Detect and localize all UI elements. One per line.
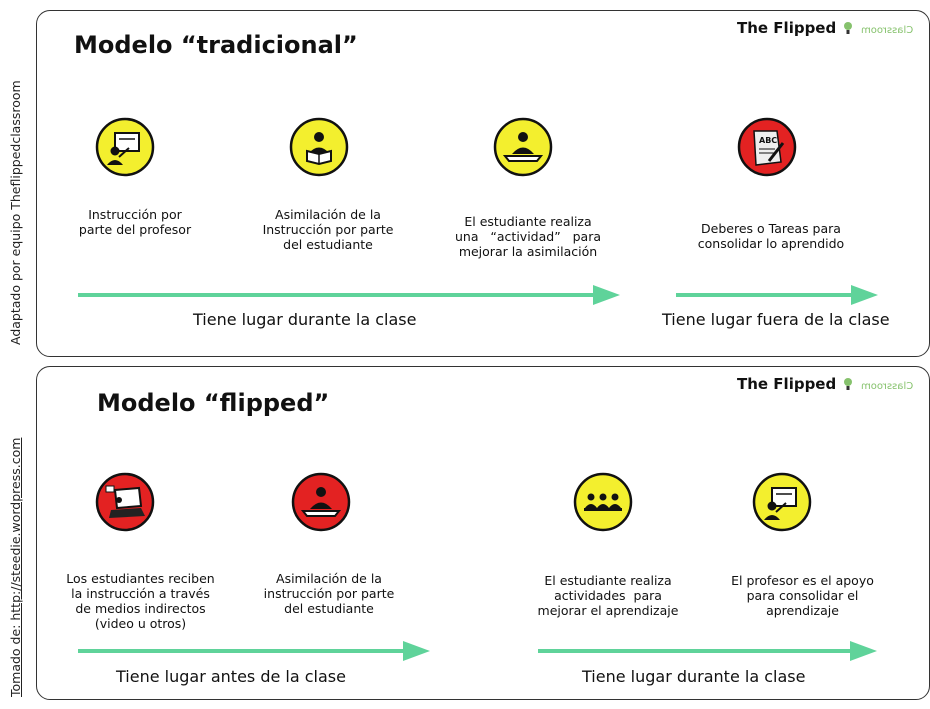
bulb-icon bbox=[844, 22, 853, 34]
step-icon bbox=[289, 117, 349, 177]
caption-line: una “actividad” para bbox=[455, 229, 601, 244]
phase-label: Tiene lugar antes de la clase bbox=[116, 667, 346, 686]
caption-line: la instrucción a través bbox=[71, 586, 210, 601]
laptop-video-icon bbox=[95, 472, 155, 532]
phase-label: Tiene lugar durante la clase bbox=[193, 310, 417, 329]
caption-line: aprendizaje bbox=[766, 603, 839, 618]
step-icon bbox=[95, 117, 155, 177]
caption-line: de medios indirectos bbox=[75, 601, 206, 616]
caption-line: mejorar la asimilación bbox=[458, 244, 598, 259]
brand-suffix: Classroom bbox=[860, 381, 913, 392]
caption-line: del estudiante bbox=[284, 601, 374, 616]
student-reading-icon bbox=[289, 117, 349, 177]
traditional-step-caption: Asimilación de la Instrucción por parte … bbox=[243, 207, 413, 252]
brand-logo: The Flipped Classroom bbox=[737, 19, 913, 37]
traditional-model-panel: Modelo “tradicional” The Flipped Classro… bbox=[36, 10, 930, 357]
phase-arrow bbox=[78, 641, 430, 661]
phase-arrow bbox=[676, 285, 878, 305]
flipped-step-caption: Los estudiantes reciben la instrucción a… bbox=[48, 571, 233, 631]
svg-text:ABC: ABC bbox=[759, 136, 777, 145]
traditional-model-title: Modelo “tradicional” bbox=[74, 31, 358, 59]
flipped-step-caption: Asimilación de la instrucción por parte … bbox=[244, 571, 414, 616]
step-icon bbox=[573, 472, 633, 532]
phase-label: Tiene lugar durante la clase bbox=[582, 667, 806, 686]
caption-line: El profesor es el apoyo bbox=[731, 573, 874, 588]
source-note: Tomado de: http://steedie.wordpress.com bbox=[8, 437, 23, 697]
teacher-board-icon bbox=[752, 472, 812, 532]
brand-name: The Flipped bbox=[737, 19, 837, 37]
step-icon bbox=[291, 472, 351, 532]
caption-line: El estudiante realiza bbox=[464, 214, 592, 229]
student-desk-icon bbox=[291, 472, 351, 532]
phase-arrow bbox=[78, 285, 620, 305]
brand-name: The Flipped bbox=[737, 375, 837, 393]
phase-label: Tiene lugar fuera de la clase bbox=[662, 310, 890, 329]
caption-line: mejorar el aprendizaje bbox=[537, 603, 679, 618]
caption-line: consolidar lo aprendido bbox=[697, 236, 845, 251]
step-icon: ABC bbox=[737, 117, 797, 177]
caption-line: Los estudiantes reciben bbox=[66, 571, 215, 586]
traditional-step-caption: Instrucción por parte del profesor bbox=[60, 207, 210, 237]
caption-line: actividades para bbox=[554, 588, 662, 603]
adapted-by-note: Adaptado por equipo Theflippedclassroom bbox=[8, 80, 23, 345]
flipped-model-title: Modelo “flipped” bbox=[97, 389, 330, 417]
flipped-step-caption: El estudiante realiza actividades para m… bbox=[523, 573, 693, 618]
brand-logo: The Flipped Classroom bbox=[737, 375, 913, 393]
student-desk-icon bbox=[493, 117, 553, 177]
caption-line: Instrucción por parte bbox=[262, 222, 394, 237]
step-icon bbox=[752, 472, 812, 532]
caption-line: para consolidar el bbox=[746, 588, 859, 603]
bulb-icon bbox=[844, 378, 853, 390]
caption-line: Instrucción por bbox=[88, 207, 182, 222]
caption-line: Deberes o Tareas para bbox=[701, 221, 841, 236]
step-icon bbox=[95, 472, 155, 532]
caption-line: del estudiante bbox=[283, 237, 373, 252]
homework-paper-icon: ABC bbox=[737, 117, 797, 177]
teacher-board-icon bbox=[95, 117, 155, 177]
caption-line: Asimilación de la bbox=[275, 207, 381, 222]
caption-line: El estudiante realiza bbox=[544, 573, 672, 588]
traditional-step-caption: Deberes o Tareas para consolidar lo apre… bbox=[686, 221, 856, 251]
flipped-step-caption: El profesor es el apoyo para consolidar … bbox=[710, 573, 895, 618]
caption-line: Asimilación de la bbox=[276, 571, 382, 586]
brand-suffix: Classroom bbox=[860, 25, 913, 36]
traditional-step-caption: El estudiante realiza una “actividad” pa… bbox=[438, 214, 618, 259]
student-group-icon bbox=[573, 472, 633, 532]
caption-line: instrucción por parte bbox=[263, 586, 395, 601]
flipped-model-panel: Modelo “flipped” The Flipped Classroom bbox=[36, 366, 930, 700]
caption-line: parte del profesor bbox=[78, 222, 192, 237]
step-icon bbox=[493, 117, 553, 177]
phase-arrow bbox=[538, 641, 877, 661]
caption-line: (video u otros) bbox=[94, 616, 187, 631]
